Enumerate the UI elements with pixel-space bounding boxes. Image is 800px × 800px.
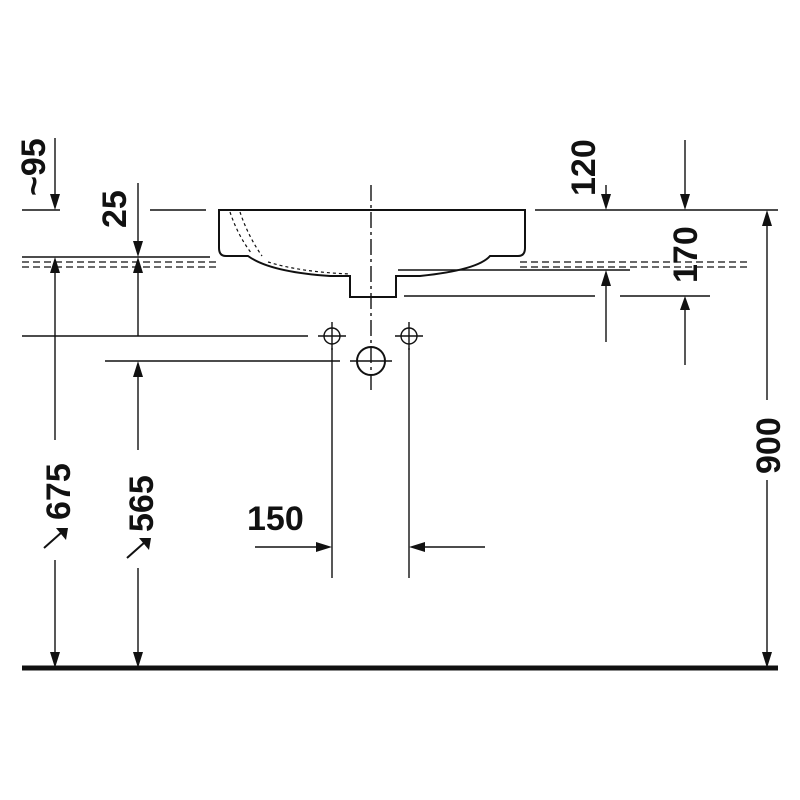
dim-label-supply-height: 675 <box>40 463 78 520</box>
dim-label-overflow-height: ~95 <box>15 138 53 196</box>
dim-label-basin-depth: 170 <box>667 226 705 283</box>
basin-outline <box>218 209 526 298</box>
dim-label-waste-height: 565 <box>123 475 161 532</box>
dim-label-rim-offset: 25 <box>96 190 134 228</box>
dimension-lines <box>50 138 772 668</box>
leader-arrows <box>43 528 151 559</box>
supply-valve-right <box>395 322 423 350</box>
waste-outlet <box>350 346 392 376</box>
extension-lines <box>22 209 778 578</box>
dim-label-rim-height: 900 <box>750 417 788 474</box>
dim-label-top-to-rim: 120 <box>565 139 603 196</box>
hidden-lines <box>22 261 750 268</box>
supply-valve-left <box>318 322 346 350</box>
dim-label-valve-spacing: 150 <box>247 500 304 538</box>
